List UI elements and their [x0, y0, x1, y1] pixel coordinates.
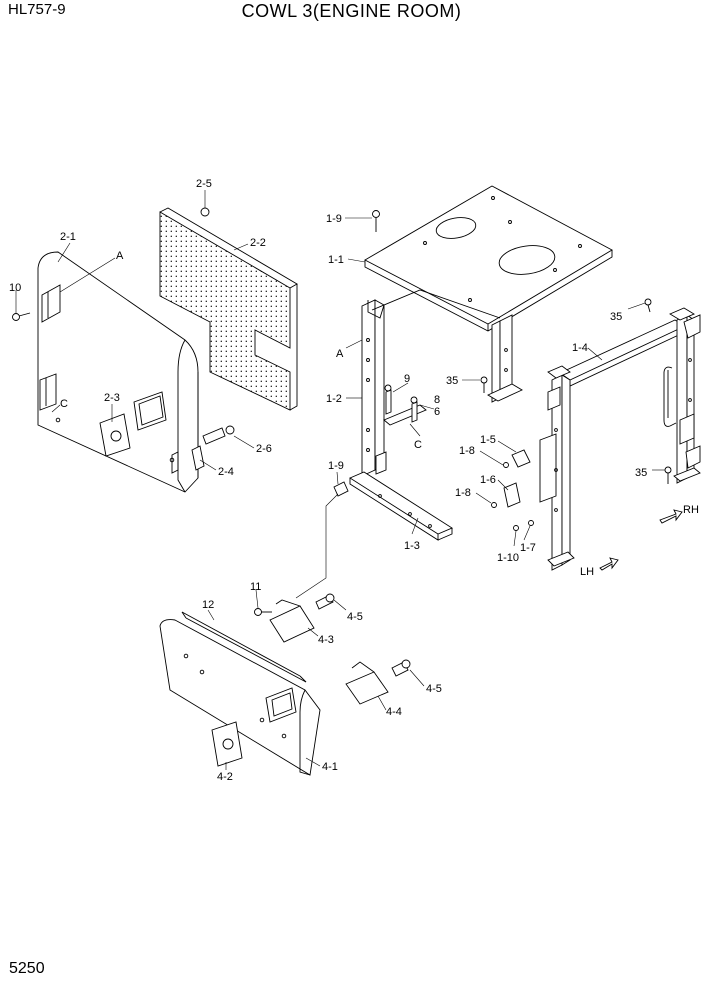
model-number: HL757-9: [8, 1, 66, 18]
callout-1-2: 1-2: [326, 393, 342, 405]
callout-2-5: 2-5: [196, 178, 212, 190]
seal-strip: [181, 611, 307, 683]
side-cowl-panel: [37, 251, 199, 493]
callout-1-10: 1-10: [497, 552, 519, 564]
callout-1-8-a: 1-8: [459, 445, 475, 457]
frame-post-left: [361, 289, 501, 477]
callout-a-mid: A: [336, 348, 344, 360]
callout-4-1: 4-1: [322, 761, 338, 773]
callout-6: 6: [434, 406, 440, 418]
callout-labels: 2-5 2-2 2-1 A 10 C 2-3 2-6 2-4 1-9 1-1 A…: [9, 178, 699, 783]
page-title: COWL 3(ENGINE ROOM): [241, 1, 462, 21]
callout-11: 11: [250, 581, 261, 593]
callout-2-6: 2-6: [256, 443, 272, 455]
callout-35-mid: 35: [446, 375, 458, 387]
callout-a-left: A: [116, 250, 124, 262]
small-brackets: [491, 449, 534, 531]
callout-1-3: 1-3: [404, 540, 420, 552]
clamp-assembly: [383, 384, 427, 426]
page-number: 5250: [9, 960, 45, 977]
lower-rail: [333, 471, 453, 541]
callout-2-1: 2-1: [60, 231, 76, 243]
callout-4-5-a: 4-5: [347, 611, 363, 623]
top-plate: [364, 185, 613, 332]
callout-1-4: 1-4: [572, 342, 588, 354]
callout-4-2: 4-2: [217, 771, 233, 783]
callout-2-3: 2-3: [104, 392, 120, 404]
callout-35-right: 35: [635, 467, 647, 479]
callout-12: 12: [202, 599, 214, 611]
callout-4-4: 4-4: [386, 706, 402, 718]
callout-1-1: 1-1: [328, 254, 344, 266]
callout-8: 8: [434, 394, 440, 406]
callout-9: 9: [404, 373, 410, 385]
callout-10: 10: [9, 282, 21, 294]
frame-post-middle: [487, 314, 523, 403]
callout-c-mid: C: [414, 439, 422, 451]
callout-1-9-low: 1-9: [328, 460, 344, 472]
left-bolts: [12, 312, 235, 471]
insulation-pad: [159, 207, 298, 411]
callout-4-3: 4-3: [318, 634, 334, 646]
callout-1-5: 1-5: [480, 434, 496, 446]
callout-2-2: 2-2: [250, 237, 266, 249]
front-brackets: [254, 593, 411, 705]
front-cowl-panel: [159, 619, 321, 776]
callout-1-6: 1-6: [480, 474, 496, 486]
callout-1-7: 1-7: [520, 542, 536, 554]
callout-1-8-b: 1-8: [455, 487, 471, 499]
callout-rh: RH: [683, 504, 699, 516]
callout-c-left: C: [60, 398, 68, 410]
callout-2-4: 2-4: [218, 466, 234, 478]
leader-lines: [15, 190, 665, 770]
callout-35-top: 35: [610, 311, 622, 323]
bolt-1-9-top: [372, 210, 380, 232]
right-frame: [539, 307, 701, 571]
callout-1-9-top: 1-9: [326, 213, 342, 225]
callout-lh: LH: [580, 566, 594, 578]
callout-4-5-b: 4-5: [426, 683, 442, 695]
direction-arrows: [599, 509, 683, 571]
